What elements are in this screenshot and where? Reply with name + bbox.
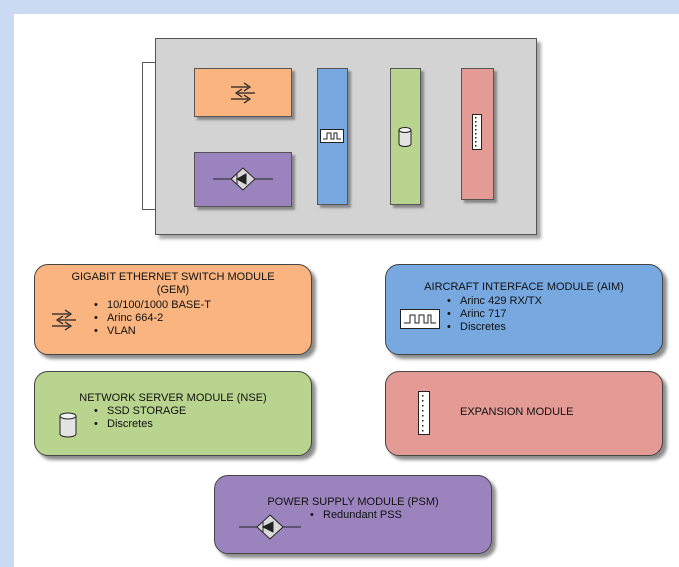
pulse-signal-icon bbox=[320, 129, 344, 143]
storage-cylinder-icon bbox=[59, 412, 77, 438]
list-item: SSD STORAGE bbox=[91, 405, 186, 418]
list-item: 10/100/1000 BASE-T bbox=[91, 299, 211, 312]
list-item: VLAN bbox=[91, 325, 211, 338]
psm-title: POWER SUPPLY MODULE (PSM) bbox=[267, 496, 439, 508]
chassis-slot-gem bbox=[194, 68, 292, 117]
list-item: Arinc 429 RX/TX bbox=[444, 295, 542, 308]
gem-feature-list: 10/100/1000 BASE-T Arinc 664-2 VLAN bbox=[91, 299, 211, 338]
list-item: Redundant PSS bbox=[307, 509, 402, 522]
aim-module-card: AIRCRAFT INTERFACE MODULE (AIM) Arinc 42… bbox=[385, 264, 663, 355]
chassis-slot-nse bbox=[390, 68, 421, 205]
chassis-slot-expansion bbox=[461, 68, 494, 200]
aim-title: AIRCRAFT INTERFACE MODULE (AIM) bbox=[424, 281, 624, 293]
aim-feature-list: Arinc 429 RX/TX Arinc 717 Discretes bbox=[444, 295, 542, 334]
list-item: Discretes bbox=[444, 321, 542, 334]
diode-diamond-icon bbox=[213, 167, 273, 191]
expansion-module-card: EXPANSION MODULE bbox=[385, 371, 663, 456]
chassis-slot-psm bbox=[194, 152, 292, 207]
switch-arrows-icon bbox=[231, 82, 255, 104]
expansion-title: EXPANSION MODULE bbox=[460, 406, 574, 418]
storage-cylinder-icon bbox=[398, 127, 412, 147]
diode-diamond-icon bbox=[239, 514, 301, 540]
gem-title-line1: GIGABIT ETHERNET SWITCH MODULE bbox=[71, 271, 275, 283]
connector-strip-icon bbox=[472, 114, 482, 150]
list-item: Discretes bbox=[91, 418, 186, 431]
pulse-signal-icon bbox=[400, 309, 440, 329]
chassis-front-tab bbox=[142, 62, 156, 210]
gem-title-line2: (GEM) bbox=[156, 284, 190, 296]
psm-feature-list: Redundant PSS bbox=[307, 509, 402, 522]
list-item: Arinc 717 bbox=[444, 308, 542, 321]
nse-title: NETWORK SERVER MODULE (NSE) bbox=[79, 392, 267, 404]
gem-module-card: GIGABIT ETHERNET SWITCH MODULE (GEM) 10/… bbox=[34, 264, 312, 355]
psm-module-card: POWER SUPPLY MODULE (PSM) Redundant PSS bbox=[214, 475, 492, 554]
connector-strip-icon bbox=[418, 391, 430, 435]
switch-arrows-icon bbox=[52, 309, 76, 331]
chassis-slot-aim bbox=[317, 68, 348, 205]
nse-module-card: NETWORK SERVER MODULE (NSE) SSD STORAGE … bbox=[34, 371, 312, 456]
nse-feature-list: SSD STORAGE Discretes bbox=[91, 405, 186, 431]
list-item: Arinc 664-2 bbox=[91, 312, 211, 325]
